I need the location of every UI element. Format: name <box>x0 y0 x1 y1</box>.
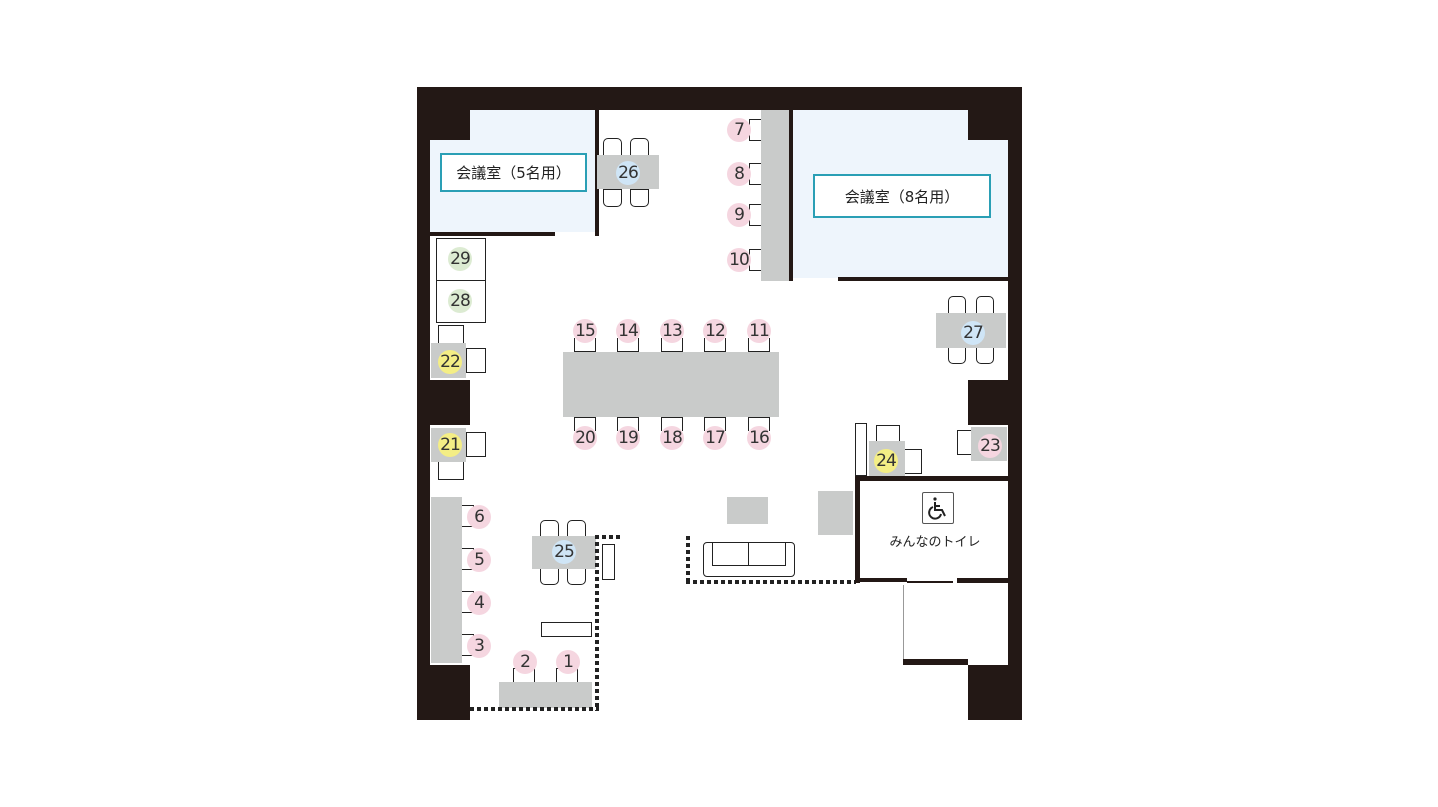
side-table <box>727 497 768 524</box>
meeting-room-large-top <box>793 110 968 140</box>
chair <box>948 296 966 314</box>
side-table <box>818 491 853 535</box>
seat-number-27: 27 <box>961 321 985 345</box>
counter <box>431 497 462 663</box>
chair <box>574 417 596 431</box>
seat-number-15: 15 <box>573 319 597 343</box>
chair <box>630 189 649 207</box>
pillar <box>968 87 1022 140</box>
wall <box>430 232 555 236</box>
wall-top <box>417 87 1022 110</box>
seat-number-6: 6 <box>467 505 491 529</box>
wheelchair-icon <box>922 492 954 524</box>
chair <box>567 520 586 537</box>
seat-number-13: 13 <box>660 319 684 343</box>
seat-number-11: 11 <box>747 319 771 343</box>
chair <box>948 347 966 364</box>
chair <box>617 338 639 352</box>
chair <box>704 417 726 431</box>
table <box>499 682 592 708</box>
seat-number-24: 24 <box>874 449 898 473</box>
seat-number-28: 28 <box>448 289 472 313</box>
chair <box>603 138 622 156</box>
chair <box>661 417 683 431</box>
chair <box>466 348 486 373</box>
chair <box>540 568 559 585</box>
seat-number-22: 22 <box>438 350 462 374</box>
partition <box>686 536 690 584</box>
sofa-cushion <box>712 542 749 566</box>
chair <box>603 189 622 207</box>
chair <box>748 338 770 352</box>
wall <box>957 578 1008 583</box>
large-table <box>563 352 779 417</box>
pillar <box>417 87 470 140</box>
seat-number-2: 2 <box>513 650 537 674</box>
seat-number-12: 12 <box>703 319 727 343</box>
shelf <box>855 423 867 476</box>
seat-number-20: 20 <box>573 426 597 450</box>
wall <box>838 277 1008 281</box>
wall <box>855 476 860 583</box>
chair <box>540 520 559 537</box>
booth <box>436 280 486 323</box>
partition <box>595 535 599 711</box>
restroom-label: みんなのトイレ <box>889 535 981 550</box>
chair <box>438 325 464 344</box>
seat-number-23: 23 <box>978 434 1002 458</box>
seat-number-17: 17 <box>703 426 727 450</box>
chair <box>748 417 770 431</box>
seat-number-10: 10 <box>727 248 751 272</box>
meeting-room-large-label: 会議室（8名用） <box>813 174 991 218</box>
partition <box>470 707 599 711</box>
cabinet <box>602 544 615 580</box>
seat-number-26: 26 <box>616 161 640 185</box>
pillar <box>968 665 1022 720</box>
seat-number-29: 29 <box>448 247 472 271</box>
seat-number-14: 14 <box>616 319 640 343</box>
chair <box>661 338 683 352</box>
pillar <box>417 380 470 425</box>
seat-number-4: 4 <box>467 591 491 615</box>
seat-number-16: 16 <box>747 426 771 450</box>
chair <box>904 449 922 474</box>
meeting-room-small-label: 会議室（5名用） <box>440 153 587 192</box>
seat-number-21: 21 <box>438 433 462 457</box>
chair <box>466 432 486 457</box>
partition <box>686 580 856 584</box>
sofa-cushion <box>748 542 786 566</box>
shelf <box>541 622 592 637</box>
seat-number-1: 1 <box>556 650 580 674</box>
wall <box>789 110 793 281</box>
partition <box>595 535 621 539</box>
wall <box>855 476 1008 481</box>
seat-number-5: 5 <box>467 548 491 572</box>
chair <box>630 138 649 156</box>
chair <box>617 417 639 431</box>
chair <box>567 568 586 585</box>
pillar <box>968 380 1022 425</box>
chair <box>976 347 994 364</box>
chair <box>976 296 994 314</box>
seat-number-7: 7 <box>727 118 751 142</box>
seat-number-3: 3 <box>467 634 491 658</box>
chair <box>574 338 596 352</box>
chair <box>438 461 464 480</box>
chair <box>704 338 726 352</box>
seat-number-18: 18 <box>660 426 684 450</box>
wall <box>855 578 907 582</box>
wall <box>903 659 968 665</box>
counter <box>761 110 789 281</box>
seat-number-8: 8 <box>727 162 751 186</box>
seat-number-25: 25 <box>552 540 576 564</box>
seat-number-19: 19 <box>616 426 640 450</box>
storage-room <box>903 585 904 660</box>
seat-number-9: 9 <box>727 203 751 227</box>
door <box>907 581 953 583</box>
meeting-room-small-top <box>470 110 595 140</box>
pillar <box>417 665 470 720</box>
